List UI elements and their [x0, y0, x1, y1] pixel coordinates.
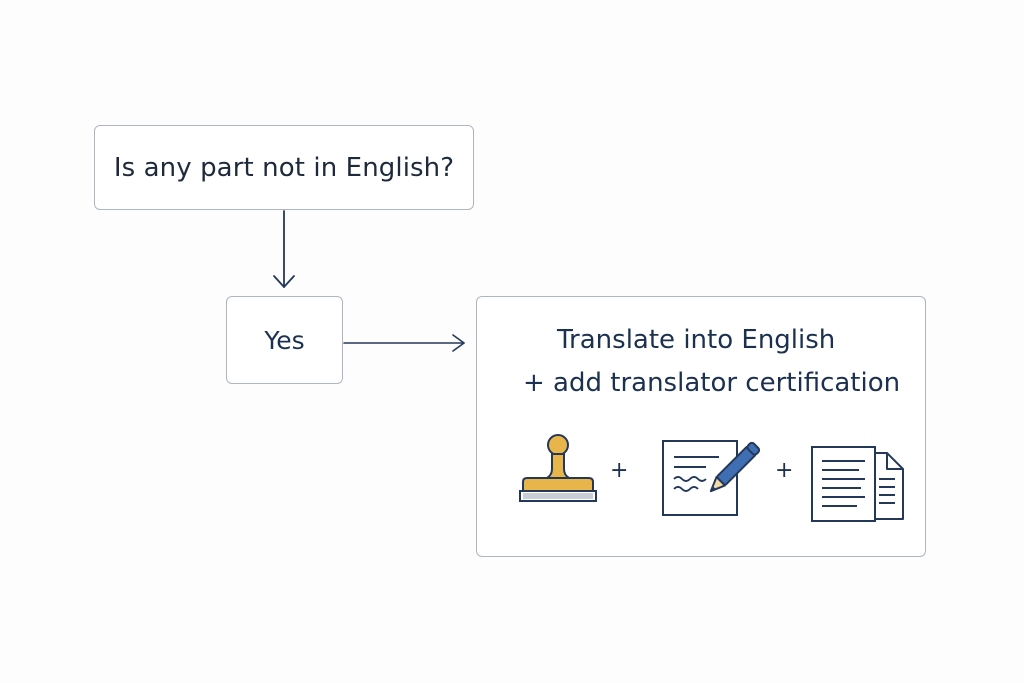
plus-sign-1: +: [610, 458, 629, 483]
yes-box: Yes: [226, 296, 343, 384]
arrow-yes-to-action: [343, 334, 465, 352]
plus-sign-2: +: [775, 458, 794, 483]
action-box: Translate into English + add translator …: [476, 296, 926, 557]
signed-document-icon: [662, 440, 761, 516]
stamp-icon: [519, 434, 597, 502]
action-subtitle: + add translator certification: [523, 368, 901, 398]
action-title: Translate into English: [557, 325, 836, 355]
question-box: Is any part not in English?: [94, 125, 474, 210]
document-pages-icon: [811, 446, 904, 522]
yes-text: Yes: [264, 325, 305, 355]
question-text: Is any part not in English?: [113, 152, 455, 183]
arrow-question-to-yes: [273, 210, 295, 288]
